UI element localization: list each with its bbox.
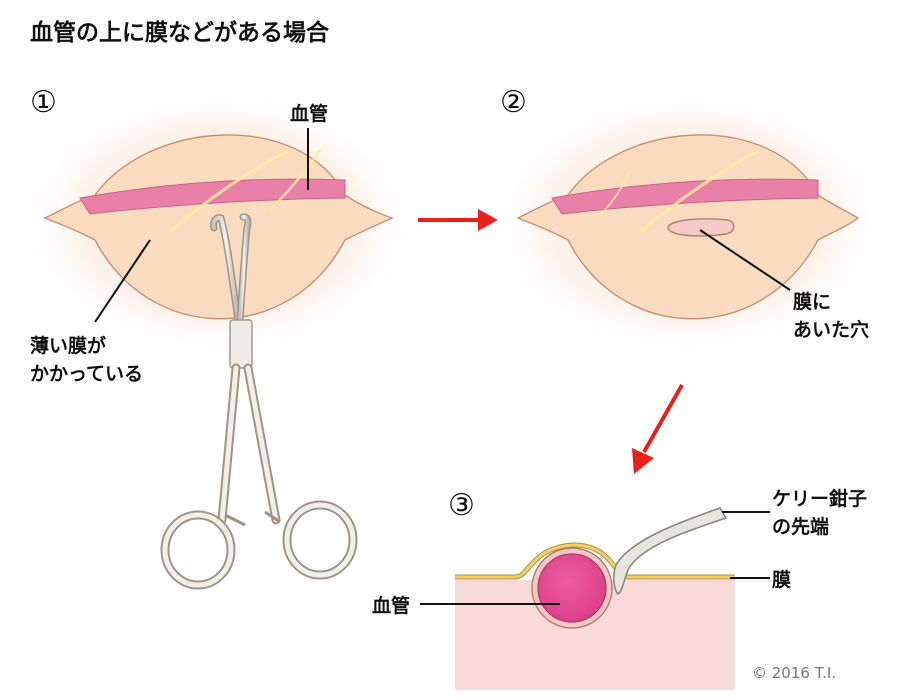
membrane-fiber-2b — [599, 169, 631, 216]
leader-thin-membrane — [94, 239, 151, 323]
panel-1: ① 血管 薄い膜が かかっている — [18, 85, 418, 590]
label-thin-membrane-2: かかっている — [30, 363, 143, 385]
label-hole-2: あいた穴 — [793, 318, 869, 341]
label-vessel-3: 血管 — [372, 594, 410, 617]
membrane-hole — [667, 218, 735, 237]
label-hole-1: 膜に — [792, 290, 831, 313]
vessel-cross-section-lumen — [537, 553, 607, 623]
panel-2: ② 膜に あいた穴 — [488, 85, 888, 357]
label-vessel-1: 血管 — [290, 102, 328, 125]
arrow-step2-to-step3 — [632, 384, 684, 474]
label-kelly-2: の先端 — [772, 515, 829, 538]
step-number-3: ③ — [448, 488, 475, 523]
membrane-fiber-2a — [639, 148, 761, 234]
panel-3: ③ ケリー鉗子 の先端 膜 血管 — [372, 487, 867, 690]
kelly-tip — [613, 507, 728, 595]
label-thin-membrane-1: 薄い膜が — [30, 334, 106, 357]
leader-hole — [699, 229, 791, 291]
membrane-fiber-1b — [269, 149, 322, 211]
label-kelly-1: ケリー鉗子 — [772, 487, 867, 510]
kelly-forceps-illustration — [160, 213, 358, 590]
copyright: © 2016 T.I. — [752, 664, 836, 682]
step-number-2: ② — [500, 85, 527, 120]
step-number-1: ① — [30, 85, 57, 120]
membrane-fiber-1a — [169, 148, 291, 234]
label-membrane: 膜 — [771, 568, 791, 591]
page-title: 血管の上に膜などがある場合 — [30, 19, 330, 46]
arrow-step1-to-step2 — [418, 209, 498, 231]
